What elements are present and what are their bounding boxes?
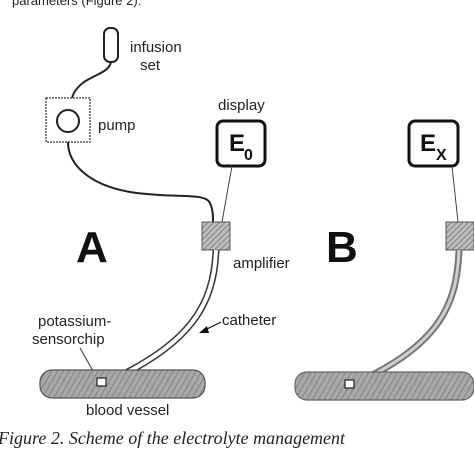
display-b-cable [451, 165, 459, 223]
blood-vessel-a [39, 369, 206, 399]
infusion-set-bag [103, 27, 119, 63]
catheter-b-inner [351, 249, 461, 387]
sensor-label-line1: potassium- [38, 313, 111, 330]
amplifier-a [201, 221, 231, 251]
panel-a-letter: A [76, 223, 108, 272]
catheter-pointer-arrowhead [199, 326, 209, 333]
display-label: display [218, 97, 265, 114]
pump-to-amplifier-tube [67, 141, 214, 223]
infusion-tube [71, 61, 112, 99]
sensor-chip-b [344, 379, 355, 389]
catheter-a-outer [103, 249, 220, 387]
display-b-box [407, 119, 460, 168]
display-a-cable [221, 165, 233, 223]
display-a-box [215, 119, 267, 168]
catheter-label: catheter [222, 312, 276, 329]
sensor-chip-a [96, 377, 107, 387]
infusion-set-label-line2: set [140, 57, 161, 74]
amplifier-label: amplifier [233, 255, 290, 272]
panel-b-letter: B [326, 223, 358, 272]
pump-rotor-icon [56, 109, 80, 133]
infusion-set-label-line1: infusion [130, 39, 182, 56]
display-a-symbol: E [229, 130, 245, 157]
pump-label: pump [98, 117, 136, 134]
figure-caption: Figure 2. Scheme of the electrolyte mana… [0, 428, 346, 448]
display-b-subscript: X [436, 147, 447, 164]
top-partial-text: parameters (Figure 2): [12, 0, 141, 8]
catheter-a-inner [104, 249, 218, 385]
blood-vessel-label: blood vessel [86, 402, 169, 419]
amplifier-b [445, 221, 474, 251]
display-a-subscript: 0 [244, 147, 253, 164]
sensor-label-line2: sensorchip [32, 331, 105, 348]
blood-vessel-b [294, 371, 474, 401]
display-b-symbol: E [420, 130, 436, 157]
